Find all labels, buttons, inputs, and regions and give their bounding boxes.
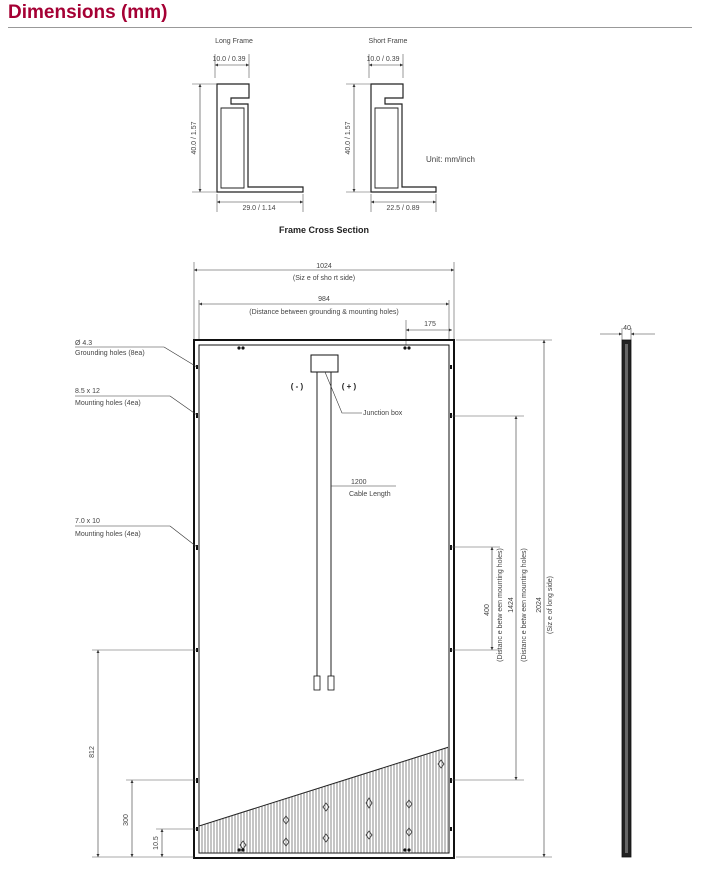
grounding-hole-label: Grounding holes (8ea) bbox=[75, 350, 145, 357]
long-frame-height-dim: 40.0 / 1.57 bbox=[191, 121, 198, 154]
mounting-hole-a-label: Mounting holes (4ea) bbox=[75, 400, 141, 407]
short-frame-profile bbox=[370, 83, 437, 193]
mounting-hole-a-size: 8.5 x 12 bbox=[75, 388, 100, 395]
dim-2024-label: (Siz e of long side) bbox=[547, 576, 554, 634]
cable-length-value: 1200 bbox=[351, 479, 367, 486]
short-frame-section: Short Frame 10.0 / 0.39 40.0 / 1.57 22.5… bbox=[345, 38, 475, 212]
thickness-value: 40 bbox=[623, 325, 631, 332]
solar-cells-area bbox=[199, 746, 448, 853]
dim-1424-label: (Distanc e betw een mounting holes) bbox=[521, 548, 528, 662]
hole-spacing-value: 984 bbox=[318, 296, 330, 303]
grounding-holes bbox=[237, 346, 411, 852]
grounding-hole-size: Ø 4.3 bbox=[75, 340, 92, 347]
short-frame-height-dim: 40.0 / 1.57 bbox=[345, 121, 352, 154]
hole-spacing-label: (Distance between grounding & mounting h… bbox=[249, 309, 398, 316]
mounting-hole-b-label: Mounting holes (4ea) bbox=[75, 531, 141, 538]
short-frame-top-dim: 10.0 / 0.39 bbox=[366, 56, 399, 63]
cable-length-label: Cable Length bbox=[349, 491, 391, 498]
dim-300: 300 bbox=[123, 814, 130, 826]
dim-10-5: 10.5 bbox=[153, 836, 160, 850]
long-frame-profile bbox=[216, 83, 304, 193]
short-frame-label: Short Frame bbox=[369, 38, 408, 45]
long-frame-bottom-dim: 29.0 / 1.14 bbox=[242, 205, 275, 212]
junction-box bbox=[310, 354, 339, 373]
polarity-negative: ( - ) bbox=[291, 382, 304, 391]
short-frame-bottom-dim: 22.5 / 0.89 bbox=[386, 205, 419, 212]
title-divider bbox=[8, 27, 692, 28]
solar-panel bbox=[193, 339, 455, 859]
long-frame-top-dim: 10.0 / 0.39 bbox=[212, 56, 245, 63]
dim-400: 400 bbox=[484, 604, 491, 616]
width-label: (Siz e of sho rt side) bbox=[293, 275, 355, 282]
long-frame-section: Long Frame 10.0 / 0.39 40.0 / 1.57 29.0 … bbox=[191, 38, 304, 212]
junction-box-label: Junction box bbox=[363, 410, 403, 417]
corner-offset-value: 175 bbox=[424, 321, 436, 328]
left-callouts: Ø 4.3 Grounding holes (8ea) 8.5 x 12 Mou… bbox=[75, 340, 198, 548]
panel-side-view: 40 bbox=[600, 325, 655, 858]
page-title: Dimensions (mm) bbox=[8, 2, 168, 23]
connector-negative bbox=[313, 675, 321, 691]
dim-1424: 1424 bbox=[508, 597, 515, 613]
cross-section-title: Frame Cross Section bbox=[279, 225, 369, 235]
width-value: 1024 bbox=[316, 263, 332, 270]
dim-2024: 2024 bbox=[536, 597, 543, 613]
mounting-hole-b-size: 7.0 x 10 bbox=[75, 518, 100, 525]
unit-label: Unit: mm/inch bbox=[426, 155, 475, 164]
long-frame-label: Long Frame bbox=[215, 38, 253, 45]
connector-positive bbox=[327, 675, 335, 691]
dim-400-label: (Distanc e betw een mounting holes) bbox=[497, 548, 504, 662]
dim-812: 812 bbox=[89, 746, 96, 758]
polarity-positive: ( + ) bbox=[342, 382, 357, 391]
